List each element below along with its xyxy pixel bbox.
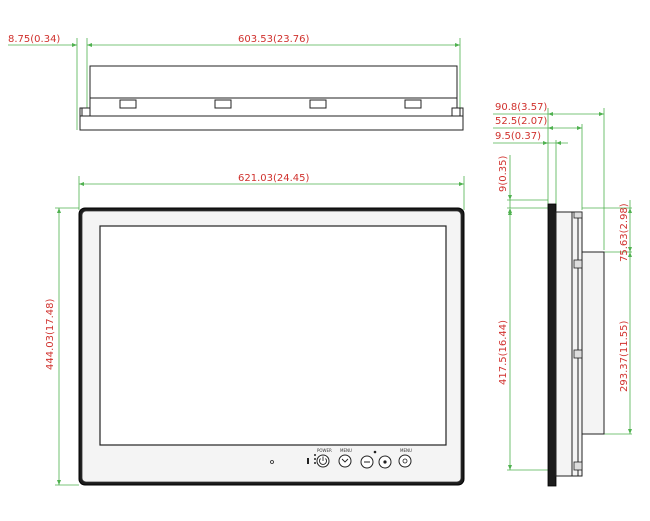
minus-button[interactable]: [360, 455, 374, 469]
side-bracket-top-dimension: 75.63(2.98): [619, 203, 630, 262]
power-button-label: POWER: [317, 448, 332, 453]
top-width-dimension: 603.53(23.76): [238, 34, 310, 45]
side-bracket-height-dimension: 293.37(11.55): [619, 320, 630, 392]
side-mid-depth-dimension: 52.5(2.07): [495, 116, 547, 127]
power-button[interactable]: POWER: [316, 448, 332, 468]
front-height-dimension: 444.03(17.48): [45, 298, 56, 370]
side-height-dimension: 417.5(16.44): [498, 320, 509, 385]
exit-button-label: MENU: [400, 448, 412, 453]
menu-button-label: MENU: [340, 448, 352, 453]
side-total-depth-dimension: 90.8(3.57): [495, 102, 547, 113]
display-screen: [99, 225, 447, 446]
menu-button[interactable]: MENU: [338, 448, 352, 468]
exit-button[interactable]: MENU: [398, 448, 412, 468]
top-view: 8.75(0.34) 603.53(23.76): [8, 34, 464, 131]
select-button[interactable]: [378, 455, 392, 469]
side-front-depth-dimension: 9.5(0.37): [495, 131, 541, 142]
front-width-dimension: 621.03(24.45): [238, 173, 310, 184]
status-led-icon: [270, 460, 274, 464]
side-bezel-top-dimension: 9(0.35): [498, 155, 509, 192]
side-view: 90.8(3.57) 52.5(2.07) 9.5(0.37) 9(0.35) …: [493, 102, 632, 487]
top-depth-dimension: 8.75(0.34): [8, 34, 60, 45]
front-view: 621.03(24.45) 444.03(17.48) POWER M: [45, 173, 465, 486]
